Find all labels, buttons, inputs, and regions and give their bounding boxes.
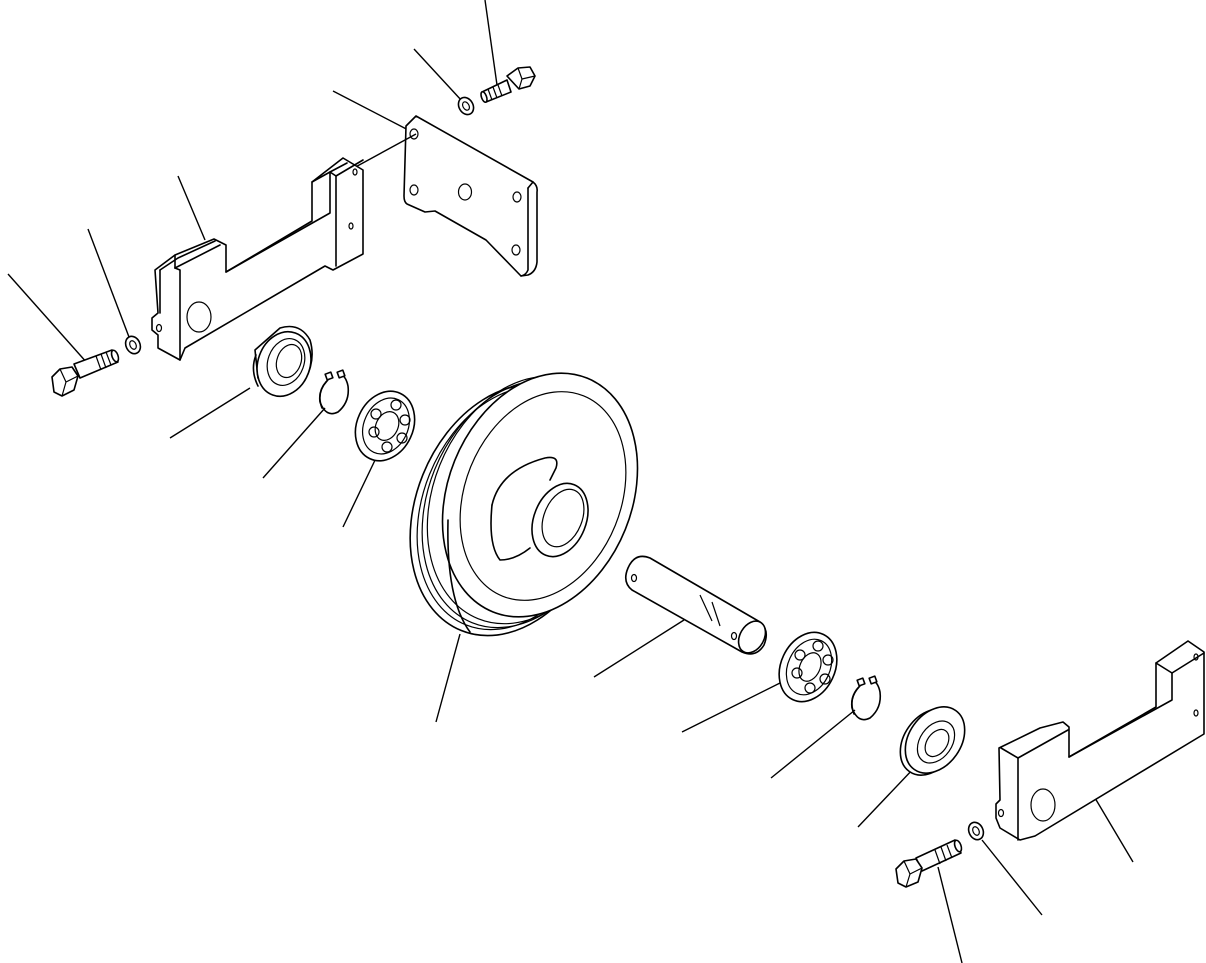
right-bearing: [778, 631, 838, 703]
leader-left-snap-ring: [262, 407, 326, 479]
right-seal-collar: [899, 706, 966, 776]
top-washer: [457, 96, 475, 116]
right-washer: [967, 821, 985, 841]
leader-left-bolt: [7, 273, 89, 365]
left-washer: [124, 335, 142, 355]
leader-right-bolt: [937, 866, 963, 963]
leader-right-bearing: [681, 681, 783, 733]
right-snap-ring: [850, 675, 882, 721]
right-bolt: [895, 839, 963, 888]
leader-lines: [7, 0, 1134, 963]
left-bolt: [51, 349, 120, 397]
right-support-bracket: [995, 640, 1205, 841]
leader-right-bracket: [1094, 797, 1134, 863]
mounting-plate: [349, 115, 538, 277]
left-support-bracket: [151, 157, 364, 361]
leader-right-washer: [981, 839, 1043, 916]
leader-left-bearing: [342, 455, 378, 528]
left-seal-collar: [252, 325, 313, 398]
idler-wheel: [409, 372, 639, 637]
leader-right-snap-ring: [770, 709, 856, 779]
leader-top-washer: [413, 48, 463, 102]
leader-left-collar: [169, 387, 251, 439]
shaft: [624, 555, 768, 655]
leader-top-bolt: [484, 0, 498, 86]
leader-idler-wheel: [435, 633, 461, 723]
left-bearing: [354, 390, 416, 462]
left-snap-ring: [318, 369, 350, 415]
leader-left-bracket: [177, 175, 206, 241]
leader-shaft: [593, 619, 685, 678]
leader-left-washer: [87, 228, 130, 338]
leader-right-collar: [857, 766, 916, 828]
leader-mounting-plate: [332, 90, 417, 135]
top-bolt: [480, 66, 536, 104]
